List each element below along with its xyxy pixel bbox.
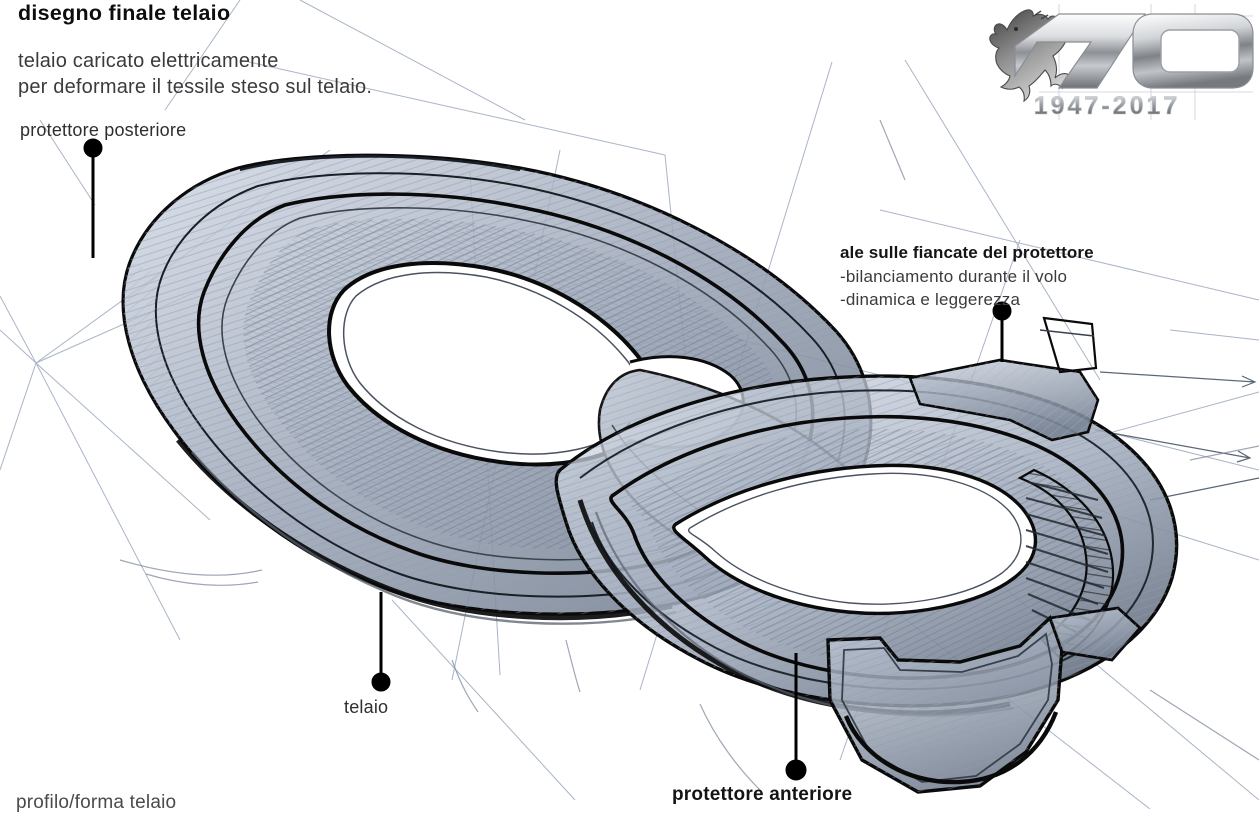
callout-label-protettore-anteriore: protettore anteriore xyxy=(672,784,853,805)
description-line-1: telaio caricato elettricamente xyxy=(18,50,279,72)
callout-label-profilo-forma-telaio: profilo/forma telaio xyxy=(16,792,177,813)
loose-sketch-strokes xyxy=(119,119,1259,791)
logo-digit-7 xyxy=(1014,13,1147,89)
annotation-bullet-2: -dinamica e leggerezza xyxy=(840,290,1021,309)
side-wings xyxy=(908,316,1100,442)
leader-dot-protettore-posteriore xyxy=(83,138,103,158)
leader-dot-ale-annotation xyxy=(992,301,1012,321)
leader-dot-telaio xyxy=(371,672,391,692)
logo-years: 1947-2017 xyxy=(1034,92,1181,120)
description-text: telaio caricato elettricamente per defor… xyxy=(18,48,372,100)
annotation-heading: ale sulle fiancate del protettore xyxy=(840,243,1094,262)
page-title: disegno finale telaio xyxy=(18,2,231,25)
front-nose-plate xyxy=(826,606,1142,794)
annotation-bullet-1: -bilanciamento durante il volo xyxy=(840,267,1068,286)
description-line-2: per deformare il tessile steso sul telai… xyxy=(18,76,373,98)
perspective-arrows xyxy=(1094,371,1259,501)
logo-digit-0 xyxy=(1132,13,1254,89)
ferrari-70-anniversary-logo: 1947-2017 xyxy=(989,4,1254,120)
callout-label-protettore-posteriore: protettore posteriore xyxy=(20,120,187,140)
leader-dot-protettore-anteriore xyxy=(785,759,807,781)
callout-label-telaio: telaio xyxy=(344,697,389,717)
